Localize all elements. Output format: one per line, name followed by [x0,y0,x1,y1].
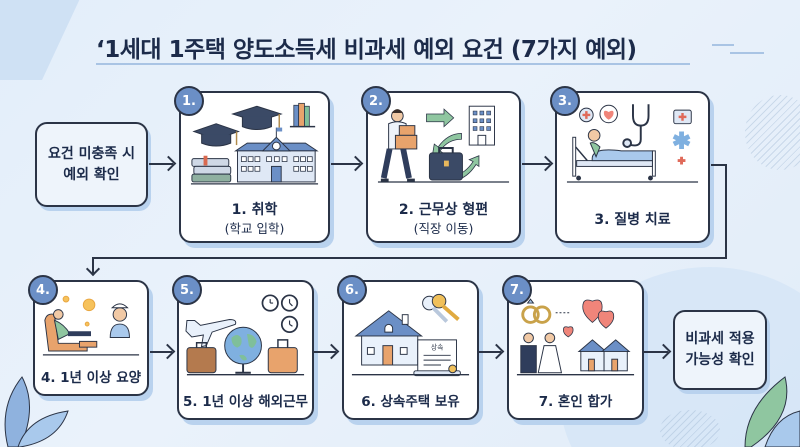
flow-arrow [479,351,501,353]
inherited-house-illustration: 상속 [350,290,471,380]
step-badge: 2. [361,86,391,116]
background-hatch [660,410,720,447]
heartbeat-icon [599,104,618,124]
step-sublabel: (학교 입학) [224,221,285,236]
step-badge: 6. [337,275,367,305]
hearts-icon [563,299,615,338]
clocks-icon [261,294,299,333]
connector-line [725,164,727,259]
worker-carrying-boxes-icon [380,109,418,182]
flow-arrow [522,163,550,165]
start-box-line2: 예외 확인 [63,166,120,183]
step-card-3: 3. [550,86,710,243]
step-badge: 7. [502,275,532,305]
background-hatch [745,95,800,170]
school-building-icon [233,127,319,183]
school-illustration [189,101,320,193]
step-card-2: 2. [361,86,521,243]
flow-arrow [644,351,668,353]
title-decoration [730,52,764,54]
sun-icon [62,295,96,327]
airplane-icon [185,319,237,348]
step-card-7: 7. [502,275,644,420]
start-box-line1: 요건 미충족 시 [47,145,136,162]
step-badge: 3. [550,86,580,116]
start-box: 요건 미충족 시 예외 확인 [35,122,148,207]
globe-icon [224,326,262,374]
flow-arrow [331,163,360,165]
step-label: 2. 근무상 형편 [398,202,489,218]
office-building-icon [468,105,495,146]
end-box-line1: 비과세 적용 [685,331,755,347]
step-card-1: 1. [174,86,330,243]
house-icon [354,310,424,366]
leaf-decoration-icon [4,376,69,447]
recliner-patient-icon [44,309,98,352]
step-label: 4. 1년 이상 요양 [40,370,142,386]
marriage-illustration [515,290,636,380]
graduation-cap-icon [192,105,283,147]
recuperation-illustration [41,290,141,362]
title-underline [96,63,690,65]
flow-arrow [150,351,172,353]
illness-treatment-illustration [565,101,700,193]
medical-cross-icon [579,107,594,123]
flow-arrow [149,163,173,165]
background-shape [0,0,98,80]
step-card-6: 6. 상속 [337,275,479,420]
connector-arrowhead [85,261,101,277]
step-label: 3. 질병 치료 [594,212,671,228]
step-badge: 4. [28,275,58,305]
flow-arrow [314,351,336,353]
book-stack-icon [191,155,232,183]
bride-groom-icon [520,332,563,374]
step-label: 1. 취학 [231,202,278,218]
briefcase-icon [428,147,463,181]
step-sublabel: (직장 이동) [413,221,474,236]
step-label: 7. 혼인 합가 [538,394,613,410]
connector-line [92,257,727,259]
connector-line [711,164,727,166]
books-icon [289,102,316,128]
overseas-work-illustration [185,290,306,380]
step-badge: 1. [174,86,204,116]
medical-star-icon [672,131,691,149]
page-title: ‘1세대 1주택 양도소득세 비과세 예외 요건 (7가지 예외) [96,37,637,63]
leaf-decoration-icon [744,376,800,447]
end-box: 비과세 적용 가능성 확인 [673,310,767,390]
step-label: 5. 1년 이상 해외근무 [183,394,308,410]
wedding-rings-icon [521,298,552,324]
step-badge: 5. [172,275,202,305]
step-card-4: 4. 4. 1년 이상 요양 [28,275,149,396]
step-card-5: 5. 5. 1년 이상 해외근무 [172,275,314,420]
two-houses-icon [577,339,631,372]
first-aid-kit-icon [673,109,692,125]
step-label: 6. 상속주택 보유 [361,394,460,410]
hospital-bed-patient-icon [572,129,656,181]
document-label: 상속 [431,343,443,352]
stethoscope-icon [622,104,650,148]
nurse-icon [109,303,130,339]
keys-icon [422,293,460,323]
title-decoration [712,44,734,46]
inheritance-document-icon: 상속 [413,339,461,377]
job-transfer-illustration [376,101,511,193]
plus-icon [677,156,686,165]
connector-line [92,257,94,273]
end-box-line2: 가능성 확인 [685,352,755,368]
suitcase-icon [186,339,298,374]
